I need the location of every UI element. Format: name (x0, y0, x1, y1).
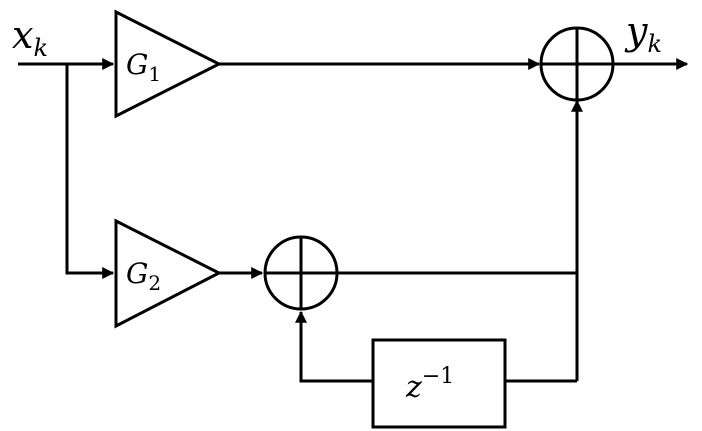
input-symbol: x (12, 13, 33, 57)
gain-g2-subscript: 2 (148, 271, 161, 295)
input-subscript: k (33, 34, 48, 62)
input-label: xk (12, 13, 48, 62)
gain-g2-triangle (114, 218, 223, 329)
sum-out-junction (539, 26, 615, 102)
output-symbol: y (624, 9, 648, 53)
delay-symbol: z (405, 370, 422, 405)
delay-label: z−1 (405, 364, 454, 405)
gain-g2-symbol: G (126, 257, 148, 290)
delay-block (371, 338, 507, 429)
gain-g1-symbol: G (126, 48, 148, 81)
output-subscript: k (647, 30, 662, 58)
delay-superscript: −1 (422, 364, 454, 389)
output-label: yk (624, 9, 662, 58)
delay-to-sum-inner (295, 310, 373, 383)
branch-to-g2 (65, 64, 115, 279)
gain-g1-label: G1 (126, 48, 161, 86)
gain-g1-subscript: 1 (148, 62, 161, 86)
gain-g1-triangle (114, 9, 223, 119)
sum-inner-junction (263, 235, 339, 311)
gain-g2-label: G2 (126, 257, 161, 295)
